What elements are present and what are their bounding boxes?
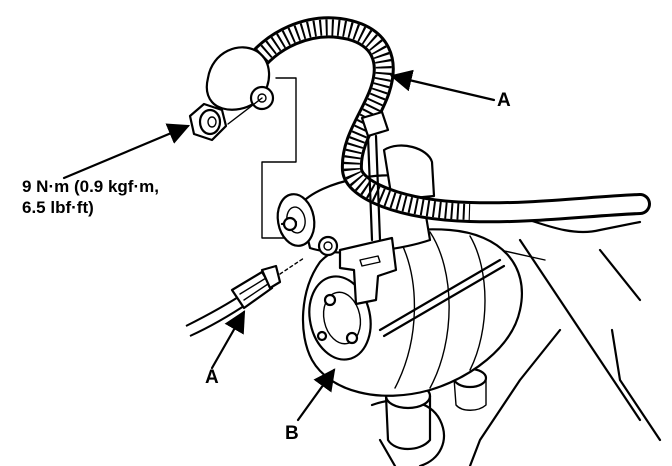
terminal-nut (188, 102, 228, 142)
harness-callout-upper: A (497, 90, 511, 111)
assembly-guide-lines (227, 77, 297, 239)
starter-motor (276, 144, 523, 397)
wire-harness-main (205, 16, 651, 242)
torque-spec-line-2: 6.5 lbf·ft) (22, 198, 94, 217)
harness-callout-lower: A (205, 367, 219, 388)
starter-callout: B (285, 423, 299, 444)
torque-spec-line-1: 9 N·m (0.9 kgf·m, (22, 177, 159, 196)
wire-harness-connector (185, 257, 305, 337)
callout-arrows (62, 69, 496, 422)
